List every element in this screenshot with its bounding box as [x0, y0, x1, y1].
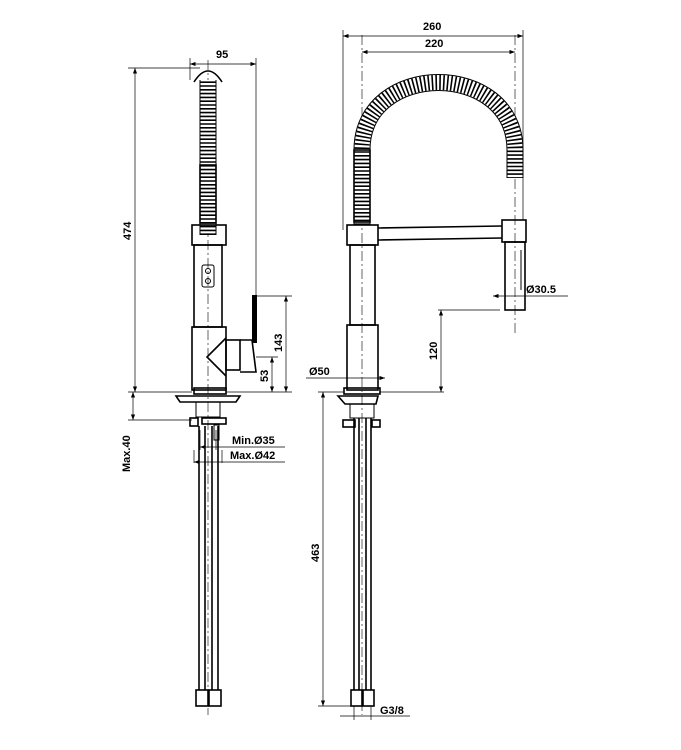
- side-view: 95 474 143 53 Max.40 Min.Ø35 Max.Ø42: [121, 49, 292, 715]
- dim-min-diameter-35: Min.Ø35: [232, 435, 275, 447]
- dim-max-40: Max.40: [121, 435, 133, 472]
- dim-120: 120: [428, 342, 440, 360]
- spring-coil-front: [354, 75, 523, 225]
- dim-diameter-30-5: Ø30.5: [526, 284, 556, 296]
- dim-143: 143: [273, 334, 285, 352]
- dim-474: 474: [122, 221, 134, 240]
- dim-max-diameter-42: Max.Ø42: [230, 450, 275, 462]
- dim-463: 463: [310, 544, 322, 562]
- dim-95: 95: [216, 49, 228, 61]
- dim-220: 220: [425, 38, 443, 50]
- front-view: 260 220 Ø30.5 120 Ø50 463 G3/8: [306, 21, 568, 720]
- lever-handle: [252, 295, 257, 343]
- dim-260: 260: [423, 21, 441, 33]
- dim-g3-8: G3/8: [380, 705, 404, 717]
- dim-53: 53: [259, 370, 271, 382]
- dim-diameter-50: Ø50: [309, 366, 330, 378]
